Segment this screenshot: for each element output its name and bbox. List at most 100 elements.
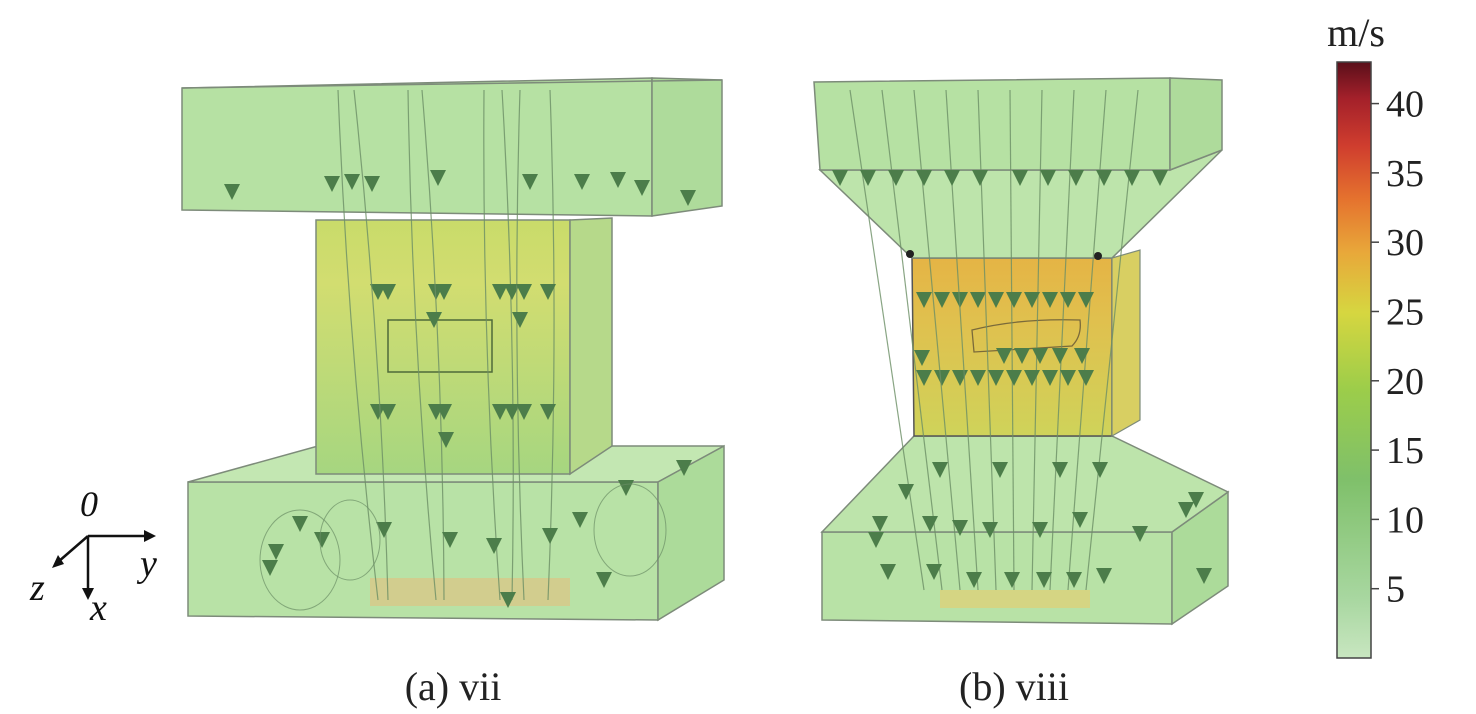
axis-z-line [57,535,89,563]
flow-arrow [1060,292,1076,308]
flow-arrow [1152,170,1168,186]
streamline-loop [259,509,341,611]
flow-arrow [516,284,532,300]
flow-arrow [932,462,948,478]
streamline [1031,89,1043,591]
panel-b-corner-dot-left [906,250,914,258]
streamline [1049,89,1075,591]
axis-y-label: y [136,543,157,585]
flow-arrow [380,404,396,420]
streamline [337,89,379,601]
flow-arrow [442,532,458,548]
axes-glyph: 0 y z x [29,484,157,629]
panel-b-bottom-box-front [821,531,1173,625]
flow-arrow [916,370,932,386]
flow-arrow [898,484,914,500]
flow-arrow [430,170,446,186]
streamline [516,89,525,601]
flow-arrow [1096,170,1112,186]
colorbar-unit: m/s [1327,10,1385,55]
streamline-loop [319,499,381,581]
panel-b-corner-dot-right [1094,252,1102,260]
colorbar-tick-label: 5 [1386,569,1405,611]
flow-arrow [1132,526,1148,542]
flow-arrow [1066,572,1082,588]
flow-arrow [916,292,932,308]
colorbar-tick-label: 30 [1386,222,1424,264]
flow-arrow [860,170,876,186]
flow-arrow [970,292,986,308]
flow-arrow [676,460,692,476]
panel-b-throat-side [1111,249,1141,438]
panel-a-outlet-highlight [370,578,570,606]
flow-arrow [540,284,556,300]
streamline [501,89,514,601]
flow-arrow [832,170,848,186]
flow-arrow [522,174,538,190]
colorbar-tick-label: 25 [1386,291,1424,333]
streamline [1009,89,1015,591]
axis-origin-label: 0 [80,484,98,524]
flow-arrow [952,520,968,536]
flow-arrow [1052,348,1068,364]
flow-arrow [436,284,452,300]
streamline [483,89,501,601]
flow-arrow [1042,370,1058,386]
flow-arrow [268,544,284,560]
flow-arrow [996,348,1012,364]
flow-arrow [438,432,454,448]
axis-y-arrowhead [144,530,156,542]
flow-arrow [1096,568,1112,584]
flow-arrow [868,532,884,548]
flow-arrow [572,512,588,528]
flow-arrow [1024,370,1040,386]
flow-arrow [680,190,696,206]
colorbar-ramp [1336,61,1372,659]
flow-arrow [982,522,998,538]
flow-arrow [926,564,942,580]
flow-arrow [1188,492,1204,508]
flow-arrow [314,532,330,548]
flow-arrow [1042,292,1058,308]
flow-arrow [1006,370,1022,386]
flow-arrow [1014,348,1030,364]
flow-arrow [988,292,1004,308]
caption-panel-a: (a) vii [405,664,502,709]
colorbar-tick-label: 35 [1386,153,1424,195]
flow-arrow [914,350,930,366]
flow-arrow [934,292,950,308]
panel-b-geometry [813,77,1230,626]
streamline-loop [593,483,667,577]
flow-arrow [916,170,932,186]
streamline [849,89,925,591]
flow-arrow [596,572,612,588]
flow-arrow [1072,512,1088,528]
panel-b-top-box-right [1169,77,1223,172]
panel-a-top-box-right [651,77,723,217]
panel-a-top-box-edge [181,79,723,89]
flow-arrow [516,404,532,420]
flow-arrow [492,284,508,300]
flow-arrow [1092,462,1108,478]
axis-x-label: x [89,587,107,629]
flow-arrow [364,176,380,192]
flow-arrow [880,564,896,580]
streamline [1067,89,1107,591]
flow-arrow [324,176,340,192]
streamline [945,89,979,591]
flow-arrow [224,184,240,200]
flow-arrow [1074,348,1090,364]
colorbar-tick-label: 15 [1386,430,1424,472]
streamline [421,89,445,601]
flow-arrow [1196,568,1212,584]
flow-arrow [1006,292,1022,308]
flow-arrow [988,370,1004,386]
flow-arrow [872,516,888,532]
flow-arrow [380,284,396,300]
flow-arrow [610,172,626,188]
flow-arrow [1178,502,1194,518]
